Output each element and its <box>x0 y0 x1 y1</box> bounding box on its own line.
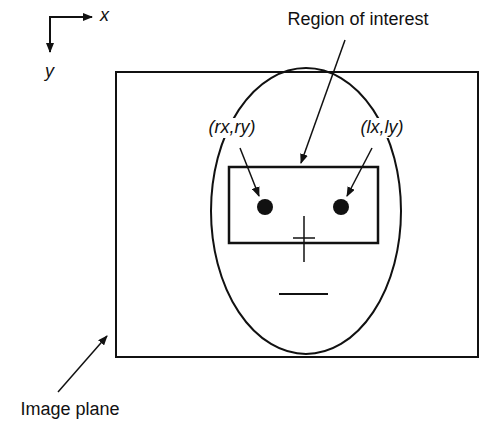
axis-label: x <box>99 6 110 26</box>
y-axis <box>49 16 51 52</box>
leader-line <box>58 336 107 392</box>
axis-label: y <box>44 62 55 82</box>
mouth <box>279 293 328 295</box>
point-label: (rx,ry) <box>208 118 257 138</box>
callout-label: Image plane <box>19 400 120 420</box>
nose-bar <box>293 237 315 239</box>
x-axis <box>50 16 92 18</box>
point-label: (lx,ly) <box>360 118 405 138</box>
leader-line <box>240 148 259 196</box>
leader-line <box>301 40 345 163</box>
face-outline <box>211 68 401 354</box>
left-eye <box>333 199 349 215</box>
right-eye <box>257 199 273 215</box>
callout-label: Region of interest <box>286 10 429 30</box>
nose <box>303 216 305 262</box>
image-plane-frame <box>116 72 478 357</box>
leader-line <box>347 148 372 196</box>
